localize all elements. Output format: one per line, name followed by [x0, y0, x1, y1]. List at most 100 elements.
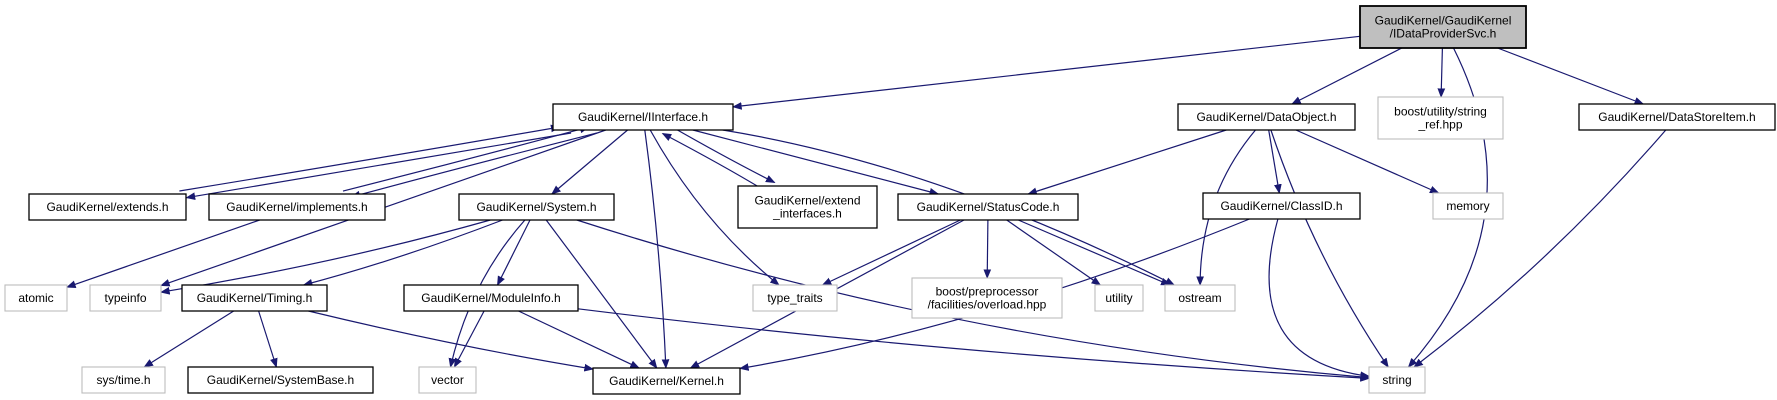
node-label-dataobject: GaudiKernel/DataObject.h	[1196, 110, 1336, 124]
edge-moduleinfo-to-string	[577, 308, 1371, 382]
node-system[interactable]: GaudiKernel/System.h	[458, 193, 615, 221]
edge-dataobject-to-statuscode	[1027, 129, 1227, 196]
node-box-string	[1368, 366, 1426, 394]
node-label-statuscode: GaudiKernel/StatusCode.h	[917, 200, 1060, 214]
edge-system-to-kernel	[545, 219, 658, 369]
node-label-atomic: atomic	[18, 291, 53, 305]
node-classid[interactable]: GaudiKernel/ClassID.h	[1202, 192, 1361, 220]
node-atomic: atomic	[4, 284, 68, 312]
edge-iinterface-to-implements	[350, 132, 598, 199]
node-moduleinfo[interactable]: GaudiKernel/ModuleInfo.h	[403, 284, 579, 312]
edge-timing-to-systime	[143, 310, 235, 368]
node-label-utility: utility	[1105, 291, 1132, 305]
node-box-moduleinfo[interactable]	[403, 284, 579, 312]
node-label-classid: GaudiKernel/ClassID.h	[1220, 199, 1342, 213]
node-label-ostream: ostream	[1178, 291, 1221, 305]
node-box-dataobject[interactable]	[1177, 103, 1356, 131]
edge-idps-to-stringref	[1437, 47, 1446, 99]
node-boostpp: boost/preprocessor/facilities/overload.h…	[911, 277, 1063, 319]
node-label-iinterface: GaudiKernel/IInterface.h	[578, 110, 708, 124]
node-box-extintf[interactable]	[737, 185, 878, 229]
node-box-datastore[interactable]	[1578, 103, 1776, 131]
edge-dataobject-to-string	[1270, 129, 1389, 368]
edge-iinterface-to-kernel	[644, 129, 670, 370]
edge-system-to-string	[576, 219, 1371, 381]
node-box-system[interactable]	[458, 193, 615, 221]
node-label-idps-line1: GaudiKernel/GaudiKernel	[1375, 14, 1512, 28]
node-label-systime: sys/time.h	[96, 373, 150, 387]
edge-extends-to-iinterface	[179, 124, 561, 192]
node-box-implements[interactable]	[208, 193, 386, 221]
node-label-extintf-line2: _interfaces.h	[772, 207, 842, 221]
edge-statuscode-to-utility	[1006, 219, 1102, 286]
node-kernel[interactable]: GaudiKernel/Kernel.h	[592, 367, 741, 395]
node-typetraits: type_traits	[752, 284, 838, 312]
node-box-extends[interactable]	[28, 193, 187, 221]
edge-iinterface-to-ostream	[722, 129, 1176, 286]
node-box-iinterface[interactable]	[552, 103, 734, 131]
node-box-idps	[1359, 5, 1527, 49]
edge-system-to-moduleinfo	[496, 219, 531, 286]
node-box-typeinfo	[89, 284, 162, 312]
edge-extintf-to-iinterface	[661, 132, 764, 191]
node-timing[interactable]: GaudiKernel/Timing.h	[181, 284, 328, 312]
node-string: string	[1368, 366, 1426, 394]
node-box-statuscode[interactable]	[897, 193, 1079, 221]
node-box-utility	[1094, 284, 1144, 312]
edge-iinterface-to-extends	[185, 132, 572, 201]
edge-system-to-timing	[302, 219, 503, 287]
node-systembase[interactable]: GaudiKernel/SystemBase.h	[187, 366, 374, 394]
node-box-vector	[418, 366, 477, 394]
edge-iinterface-to-system	[551, 129, 628, 195]
node-systime: sys/time.h	[81, 366, 166, 394]
edge-idps-to-dataobject	[1291, 47, 1403, 105]
node-implements[interactable]: GaudiKernel/implements.h	[208, 193, 386, 221]
node-label-datastore: GaudiKernel/DataStoreItem.h	[1598, 110, 1755, 124]
edge-dataobject-to-classid	[1268, 129, 1282, 195]
edge-datastore-to-string	[1413, 129, 1667, 368]
edge-implements-to-atomic	[66, 219, 260, 289]
edge-moduleinfo-to-vector	[453, 310, 485, 368]
node-iinterface[interactable]: GaudiKernel/IInterface.h	[552, 103, 734, 131]
node-label-moduleinfo: GaudiKernel/ModuleInfo.h	[421, 291, 560, 305]
node-extintf[interactable]: GaudiKernel/extend_interfaces.h	[737, 185, 878, 229]
node-label-stringref-line1: boost/utility/string	[1394, 105, 1487, 119]
node-box-timing[interactable]	[181, 284, 328, 312]
node-dataobject[interactable]: GaudiKernel/DataObject.h	[1177, 103, 1356, 131]
node-box-kernel[interactable]	[592, 367, 741, 395]
node-box-typetraits	[752, 284, 838, 312]
node-label-typetraits: type_traits	[767, 291, 822, 305]
node-label-extends: GaudiKernel/extends.h	[46, 200, 168, 214]
edge-implements-to-iinterface	[342, 125, 590, 192]
edge-statuscode-to-ostream	[1018, 219, 1171, 286]
node-extends[interactable]: GaudiKernel/extends.h	[28, 193, 187, 221]
node-box-atomic	[4, 284, 68, 312]
edge-statuscode-to-boostpp	[983, 219, 992, 280]
node-idps: GaudiKernel/GaudiKernel/IDataProviderSvc…	[1359, 5, 1527, 49]
edge-idps-to-datastore	[1497, 47, 1645, 105]
node-vector: vector	[418, 366, 477, 394]
node-label-boostpp-line2: /facilities/overload.hpp	[928, 298, 1047, 312]
edge-iinterface-to-typetraits	[649, 129, 780, 286]
edge-classid-to-string	[1268, 218, 1371, 380]
node-label-implements: GaudiKernel/implements.h	[226, 200, 367, 214]
node-label-string: string	[1382, 373, 1411, 387]
node-label-vector: vector	[431, 373, 464, 387]
node-statuscode[interactable]: GaudiKernel/StatusCode.h	[897, 193, 1079, 221]
node-stringref: boost/utility/string_ref.hpp	[1377, 96, 1504, 140]
node-ostream: ostream	[1164, 284, 1236, 312]
node-utility: utility	[1094, 284, 1144, 312]
node-label-boostpp-line1: boost/preprocessor	[936, 285, 1039, 299]
node-memory: memory	[1432, 192, 1504, 220]
node-box-systembase[interactable]	[187, 366, 374, 394]
edge-iinterface-to-statuscode	[692, 129, 940, 196]
node-box-classid[interactable]	[1202, 192, 1361, 220]
node-box-systime	[81, 366, 166, 394]
node-datastore[interactable]: GaudiKernel/DataStoreItem.h	[1578, 103, 1776, 131]
node-label-system: GaudiKernel/System.h	[476, 200, 596, 214]
edge-timing-to-kernel	[308, 310, 595, 372]
edge-statuscode-to-typetraits	[821, 219, 961, 286]
node-box-memory	[1432, 192, 1504, 220]
